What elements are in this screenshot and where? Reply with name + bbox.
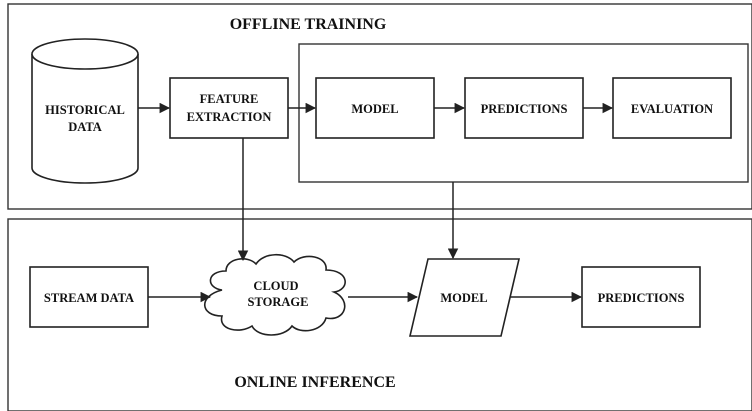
offline-model-label: MODEL <box>351 102 398 116</box>
online-predictions-box: PREDICTIONS <box>581 266 701 328</box>
cloud-storage-shape: CLOUD STORAGE <box>204 253 346 336</box>
feature-extraction-box: FEATURE EXTRACTION <box>169 77 289 139</box>
online-model-label: MODEL <box>440 291 487 305</box>
feature-extraction-label-line2: EXTRACTION <box>187 110 272 124</box>
cloud-storage-label-line2: STORAGE <box>248 295 309 309</box>
online-model-parallelogram: MODEL <box>408 258 521 337</box>
online-predictions-label: PREDICTIONS <box>598 291 685 305</box>
online-inference-frame <box>7 218 752 411</box>
training-loop-group <box>298 43 749 183</box>
historical-data-label-line2: DATA <box>68 120 102 134</box>
offline-training-title: OFFLINE TRAINING <box>230 16 387 33</box>
online-inference-title: ONLINE INFERENCE <box>234 374 395 391</box>
stream-data-box: STREAM DATA <box>29 266 149 328</box>
offline-predictions-label: PREDICTIONS <box>481 102 568 116</box>
stream-data-label: STREAM DATA <box>44 291 134 305</box>
evaluation-label: EVALUATION <box>631 102 713 116</box>
feature-extraction-label-line1: FEATURE <box>200 92 259 106</box>
offline-predictions-box: PREDICTIONS <box>464 77 584 139</box>
cloud-storage-label-line1: CLOUD <box>253 279 298 293</box>
offline-training-frame <box>7 3 752 210</box>
historical-data-database: HISTORICAL DATA <box>31 38 139 184</box>
evaluation-box: EVALUATION <box>612 77 732 139</box>
offline-model-box: MODEL <box>315 77 435 139</box>
historical-data-label-line1: HISTORICAL <box>45 103 125 117</box>
